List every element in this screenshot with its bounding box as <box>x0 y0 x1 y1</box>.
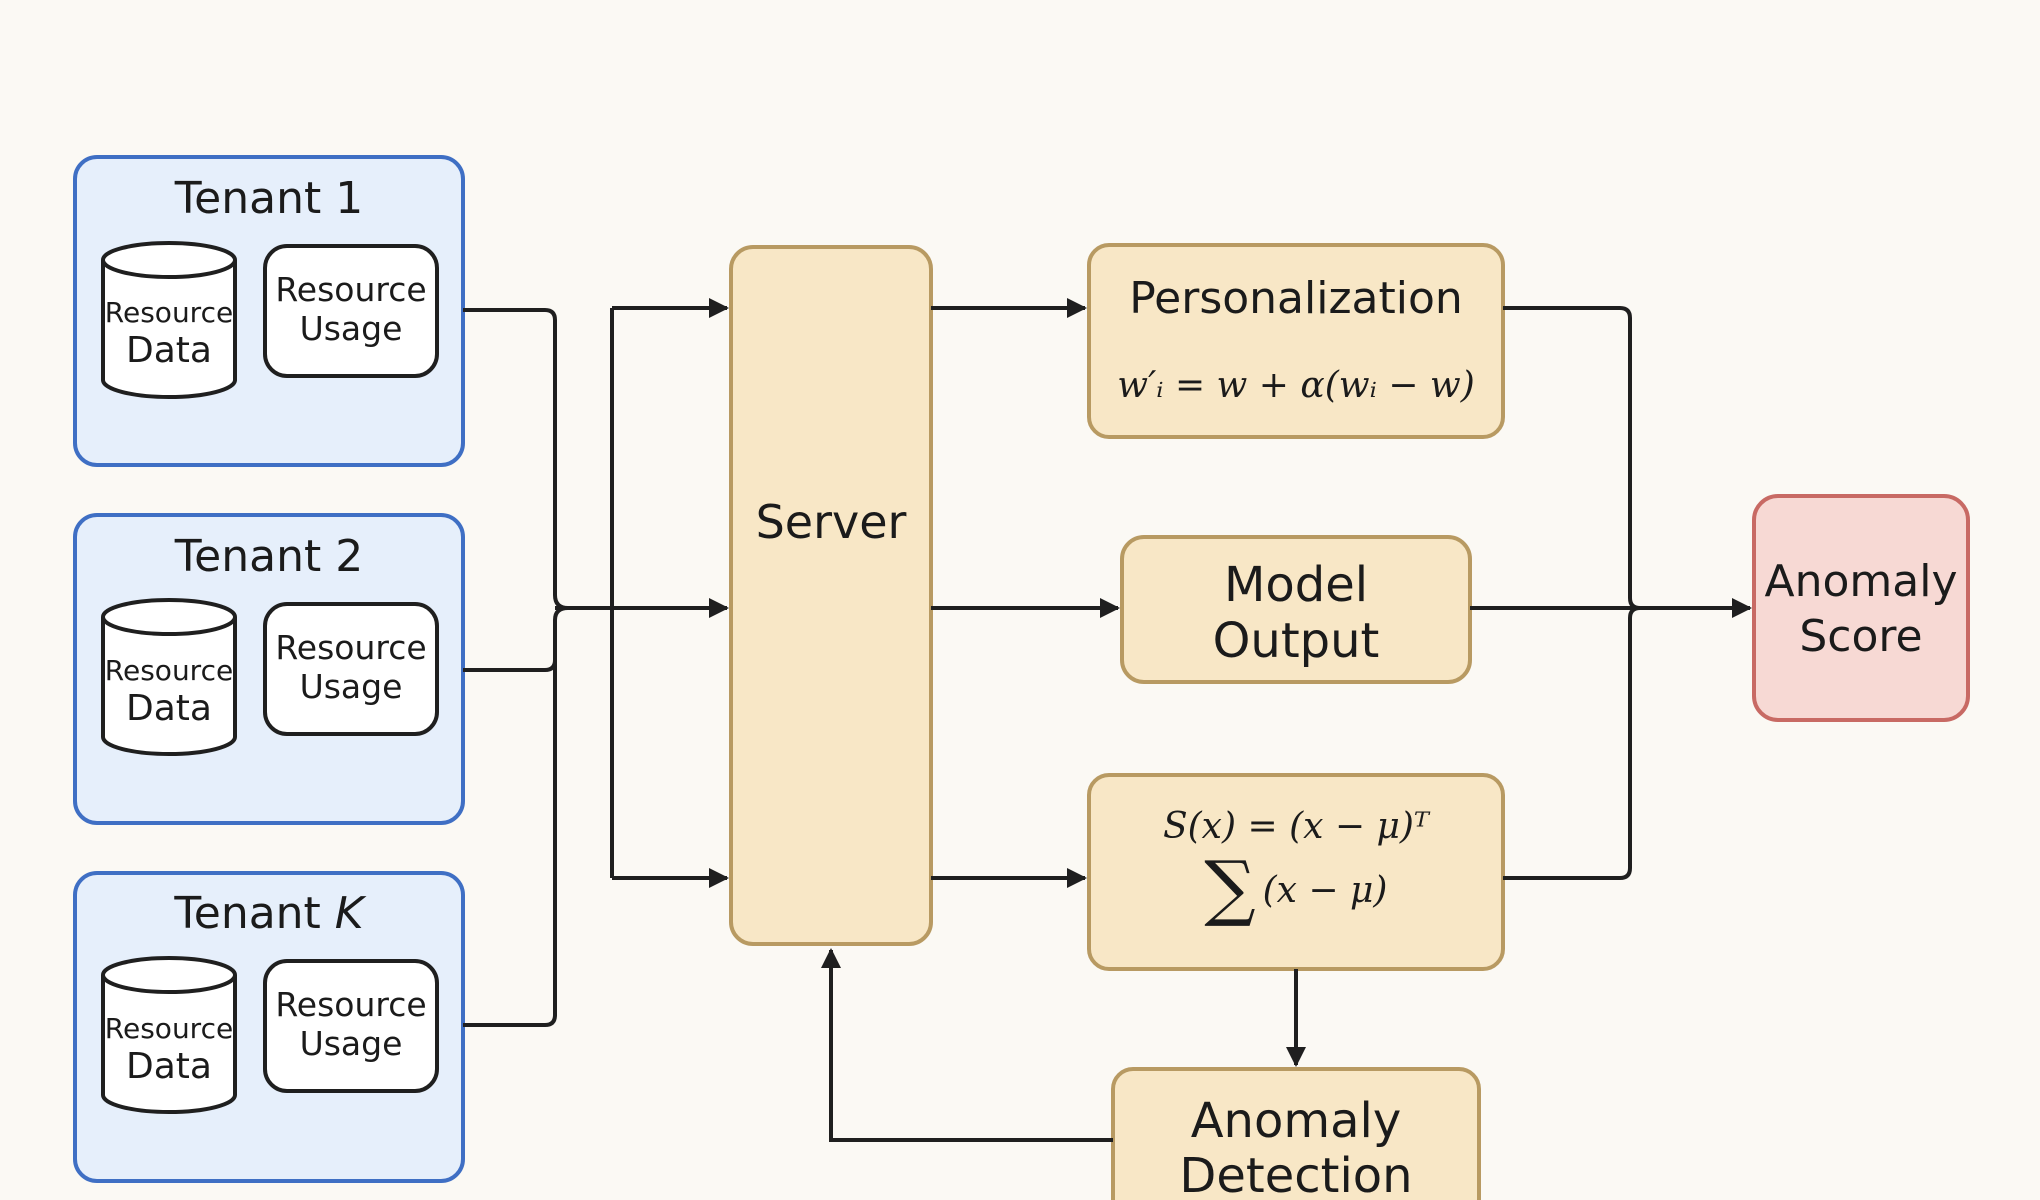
anomaly-detection-line1: Anomaly <box>1191 1093 1402 1149</box>
tenant-1-data-label-bottom: Data <box>126 330 212 371</box>
tenant-2-title: Tenant 2 <box>174 531 363 582</box>
anomaly-detection-box <box>1111 1067 1481 1200</box>
tenant-2-data-cylinder: Resource Data <box>101 598 237 756</box>
tenant-k-title-prefix: Tenant <box>173 888 334 939</box>
tenant-k-usage-label-top: Resource <box>275 985 426 1024</box>
tenant-2-usage-box: Resource Usage <box>263 602 439 736</box>
tenant-1-connector <box>463 308 569 610</box>
personalization-box <box>1087 243 1505 439</box>
anomaly-score-line1: Anomaly <box>1765 556 1958 607</box>
server-output-arrows <box>931 298 1120 888</box>
score-connectors <box>1470 306 1752 880</box>
tenant-1-usage-label-bottom: Usage <box>300 309 403 348</box>
personalization-formula: w′ᵢ = w + α(wᵢ − w) <box>1117 365 1474 406</box>
tenant-k-connector <box>463 620 557 1027</box>
personalization-title: Personalization <box>1129 273 1463 324</box>
score-formula-sigma: ∑ <box>1204 845 1255 929</box>
tenant-2-data-label-top: Resource <box>105 654 233 687</box>
tenant-k-usage-box: Resource Usage <box>263 959 439 1093</box>
tenant-1-block: Tenant 1 Resource Data Resource Usage <box>73 155 465 467</box>
tenant-k-title-var: K <box>335 888 367 939</box>
model-output-line2: Output <box>1213 613 1380 669</box>
server-label: Server <box>756 495 907 549</box>
tenant-k-usage-label-bottom: Usage <box>300 1024 403 1063</box>
anomaly-detection-block: Anomaly Detection <box>821 948 1481 1200</box>
tenant-k-data-label-bottom: Data <box>126 1046 212 1087</box>
tenant-k-data-label-top: Resource <box>105 1012 233 1045</box>
score-formula-line2: (x − μ) <box>1263 870 1388 911</box>
server-box <box>729 245 933 946</box>
tenant-k-title: Tenant K <box>173 888 366 939</box>
model-output-line1: Model <box>1224 557 1368 613</box>
tenant-2-block: Tenant 2 Resource Data Resource Usage <box>73 513 465 825</box>
anomaly-detection-line2: Detection <box>1179 1148 1412 1200</box>
anomaly-score-line2: Score <box>1799 611 1922 662</box>
tenant-1-usage-label-top: Resource <box>275 270 426 309</box>
tenant-1-usage-box: Resource Usage <box>263 244 439 378</box>
tenant-k-block: Tenant K Resource Data Resource Usage <box>73 871 465 1183</box>
tenant-2-usage-label-bottom: Usage <box>300 667 403 706</box>
feedback-arrow-to-server <box>821 948 1113 1142</box>
server-block: Server <box>729 245 933 946</box>
tenant-2-data-label-bottom: Data <box>126 688 212 729</box>
tenant-1-data-cylinder: Resource Data <box>101 241 237 399</box>
server-input-arrows <box>612 298 729 888</box>
personalization-block: Personalization w′ᵢ = w + α(wᵢ − w) <box>1087 243 1505 439</box>
tenant-2-usage-label-top: Resource <box>275 628 426 667</box>
personalization-to-merge <box>1503 306 1641 610</box>
model-output-block: Model Output <box>1120 535 1472 684</box>
score-formula-line1: S(x) = (x − μ)ᵀ <box>1163 806 1431 847</box>
tenant-connectors <box>463 308 614 1027</box>
anomaly-score-block: Anomaly Score <box>1752 494 1970 722</box>
tenant-1-data-label-top: Resource <box>105 296 233 329</box>
anomaly-score-box <box>1752 494 1970 722</box>
tenant-k-data-cylinder: Resource Data <box>101 956 237 1114</box>
tenant-2-connector <box>463 606 569 672</box>
formula-to-merge <box>1503 606 1641 880</box>
tenant-1-title: Tenant 1 <box>174 173 363 224</box>
score-formula-block: S(x) = (x − μ)ᵀ ∑ (x − μ) <box>1087 773 1505 971</box>
